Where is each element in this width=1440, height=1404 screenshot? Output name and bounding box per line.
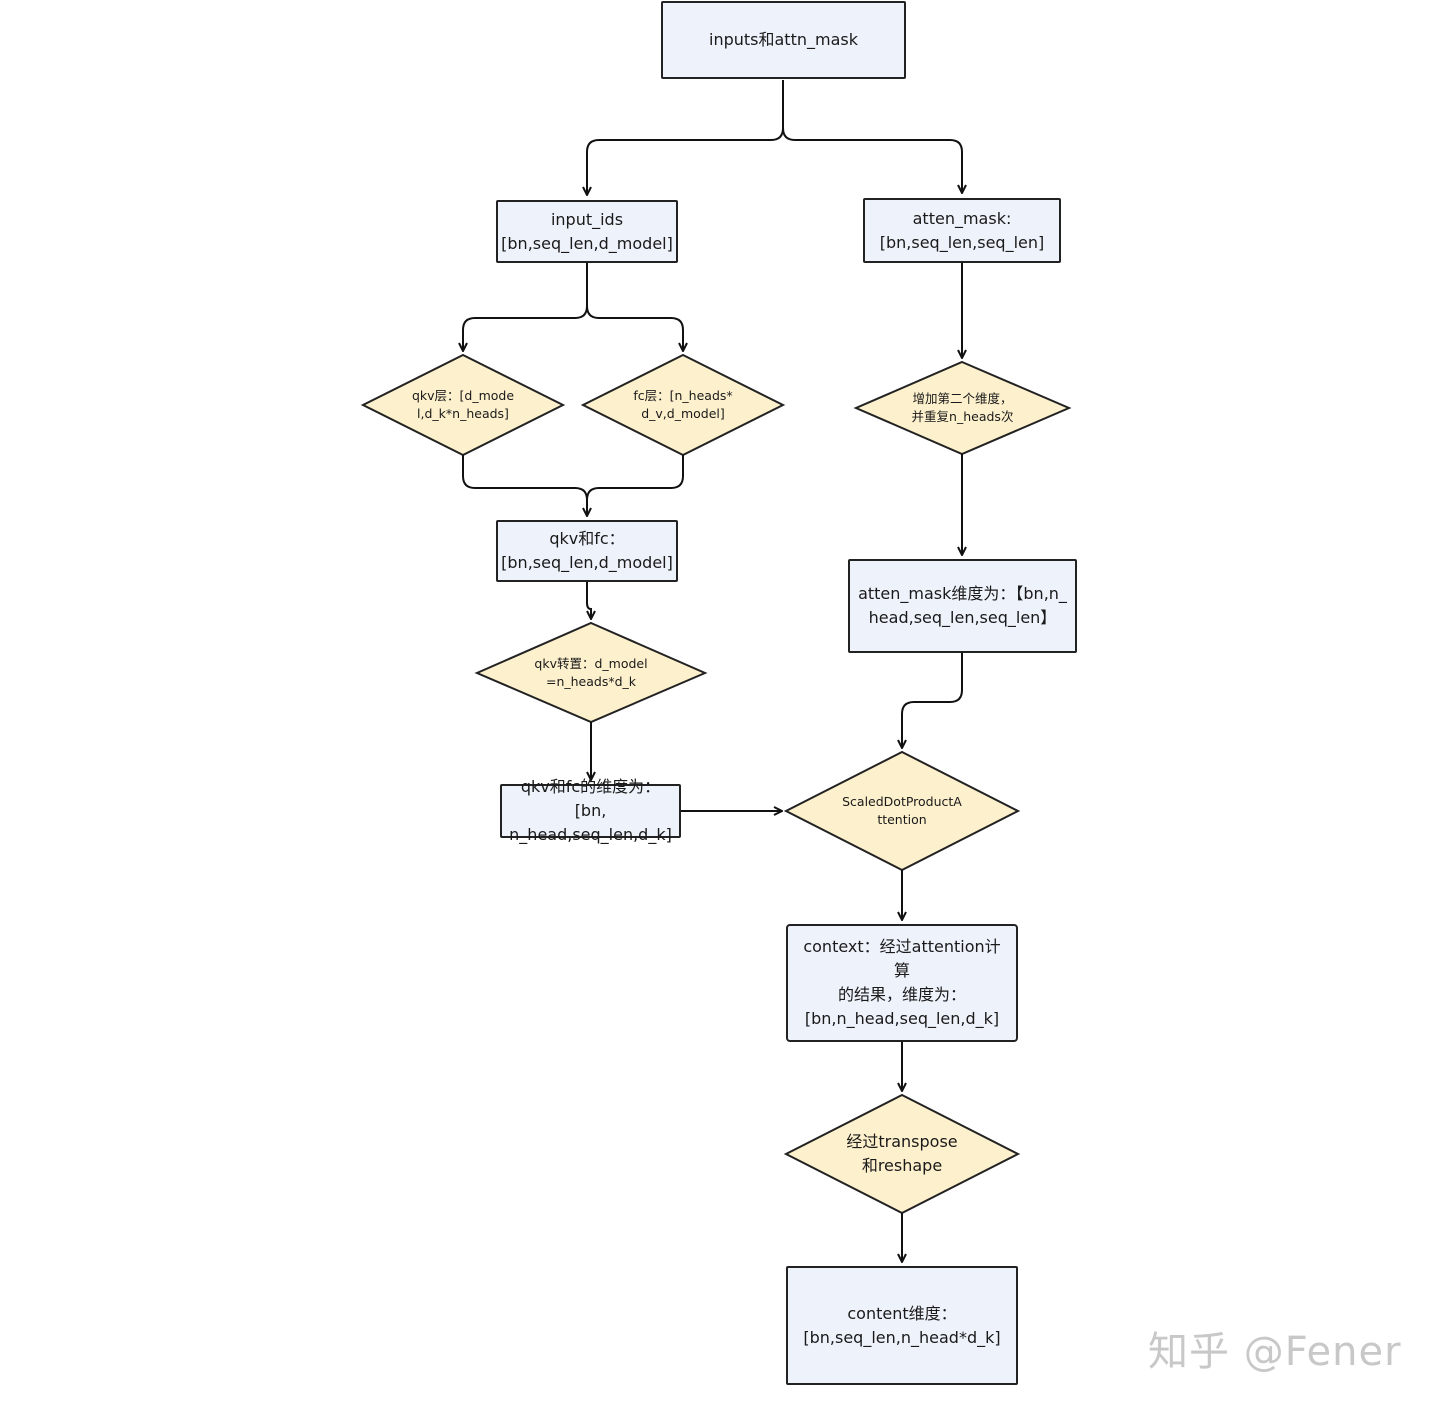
sdpa-label: ScaledDotProductA ttention (842, 794, 962, 827)
inputs-label: inputs和attn_mask (709, 30, 858, 49)
inputs-node: inputs和attn_mask (661, 1, 906, 79)
transpose-reshape-label: 经过transpose 和reshape (846, 1132, 958, 1175)
edge-qkv-layer-to-qkv-fc (462, 455, 587, 516)
edge-inputs-to-input-ids (587, 80, 784, 195)
input-ids-node: input_ids [bn,seq_len,d_model] (496, 200, 678, 263)
content-node: content维度： [bn,seq_len,n_head*d_k] (786, 1266, 1018, 1385)
content-label: content维度： [bn,seq_len,n_head*d_k] (803, 1303, 1001, 1347)
qkv-fc-dim-node: qkv和fc的维度为：[bn, n_head,seq_len,d_k] (500, 777, 681, 844)
context-label: context：经过attention计算 的结果，维度为： [bn,n_hea… (803, 937, 1001, 1028)
edge-inputs-to-atten-mask (782, 80, 962, 193)
mask-dim-node: atten_mask维度为：【bn,n_ head,seq_len,seq_le… (848, 559, 1077, 653)
fc-layer-label: fc层：[n_heads* d_v,d_model] (633, 388, 733, 421)
zhihu-watermark: 知乎 @Fener (1148, 1329, 1402, 1375)
qkv-layer-text: qkv层：[d_mode l,d_k*n_heads] (363, 355, 563, 455)
add-dim-label: 增加第二个维度， 并重复n_heads次 (911, 391, 1014, 424)
qkv-transpose-label: qkv转置：d_model =n_heads*d_k (534, 655, 648, 689)
edge-qkv-fc-to-qkv-transpose (586, 582, 591, 619)
atten-mask-node: atten_mask: [bn,seq_len,seq_len] (863, 198, 1061, 263)
qkv-fc-dim-label: qkv和fc的维度为：[bn, n_head,seq_len,d_k] (509, 777, 672, 844)
edge-fc-layer-to-qkv-fc (586, 455, 684, 501)
qkv-layer-label: qkv层：[d_mode l,d_k*n_heads] (411, 388, 515, 421)
edge-input-ids-to-fc-layer (586, 263, 683, 351)
add-dim-text: 增加第二个维度， 并重复n_heads次 (856, 362, 1069, 454)
edge-mask-dim-to-sdpa (902, 653, 963, 748)
qkv-transpose-text: qkv转置：d_model =n_heads*d_k (477, 623, 705, 722)
context-node: context：经过attention计算 的结果，维度为： [bn,n_hea… (786, 924, 1018, 1042)
mask-dim-label: atten_mask维度为：【bn,n_ head,seq_len,seq_le… (858, 584, 1067, 627)
atten-mask-label: atten_mask: [bn,seq_len,seq_len] (879, 208, 1045, 252)
sdpa-text: ScaledDotProductA ttention (786, 752, 1018, 870)
qkv-fc-label: qkv和fc： [bn,seq_len,d_model] (501, 529, 673, 572)
fc-layer-text: fc层：[n_heads* d_v,d_model] (583, 355, 783, 455)
input-ids-label: input_ids [bn,seq_len,d_model] (501, 209, 673, 253)
edge-input-ids-to-qkv-layer (463, 263, 588, 351)
transpose-reshape-text: 经过transpose 和reshape (786, 1095, 1018, 1213)
qkv-fc-node: qkv和fc： [bn,seq_len,d_model] (496, 520, 678, 582)
